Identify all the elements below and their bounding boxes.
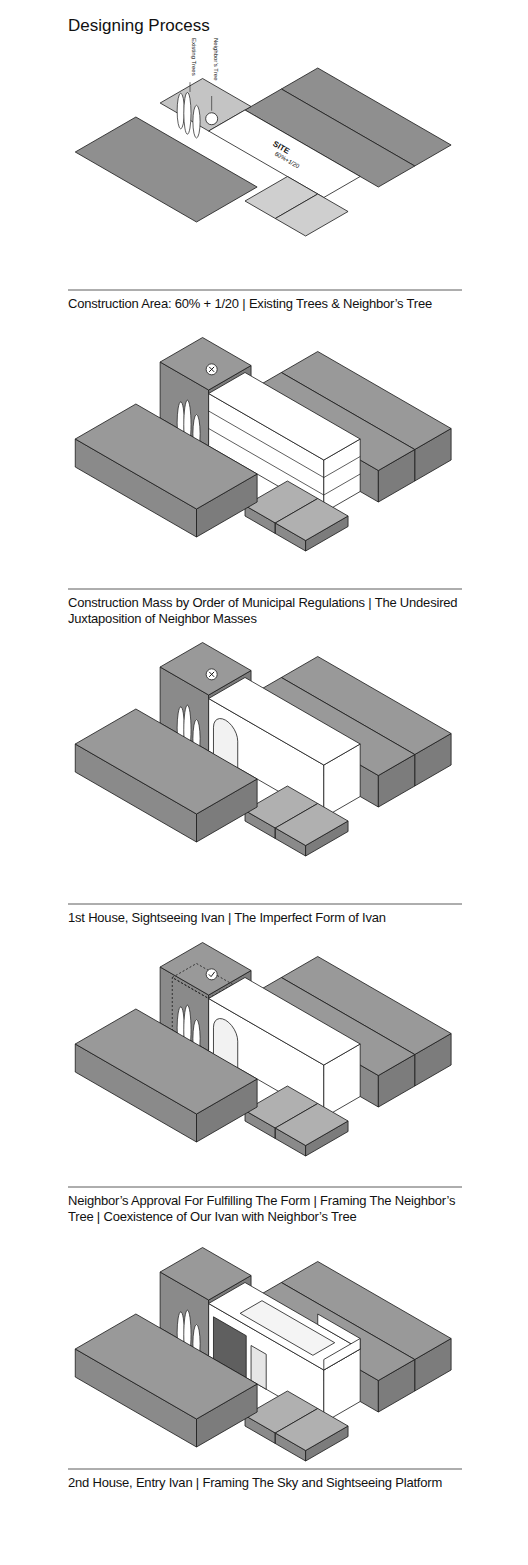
divider-line [68, 589, 462, 590]
parapet [324, 1339, 360, 1371]
neighbor-tree-marker [206, 969, 217, 980]
panel-caption: Construction Mass by Order of Municipal … [68, 595, 462, 628]
neighbor-tree-marker [206, 364, 217, 375]
isometric-panel [75, 643, 451, 857]
block-top [275, 1104, 348, 1146]
panel-caption: 1st House, Sightseeing Ivan | The Imperf… [68, 910, 462, 926]
tree-label: Neighbor’s Tree [213, 38, 219, 80]
divider-line [68, 1469, 462, 1470]
leader-line [190, 82, 191, 92]
sky-frame [240, 1301, 335, 1356]
block-top [275, 499, 348, 541]
divider-line [68, 290, 462, 291]
cross-symbol [209, 672, 214, 677]
isometric-panel [75, 943, 451, 1157]
panel-caption: Construction Area: 60% + 1/20 | Existing… [68, 296, 462, 312]
tree-label: Existing Trees [191, 38, 197, 76]
block-top [75, 1314, 257, 1419]
block-top [75, 404, 257, 509]
block-top [209, 373, 361, 461]
neighbor-tree-marker [206, 669, 217, 680]
cypress-tree [193, 105, 200, 138]
cross-symbol [209, 367, 214, 372]
block-top [75, 709, 257, 814]
divider-line [68, 1187, 462, 1188]
divider-line [68, 904, 462, 905]
isometric-panel [75, 68, 451, 236]
panel-caption: Neighbor’s Approval For Fulfilling The F… [68, 1193, 462, 1226]
block-top [75, 117, 257, 222]
block-top [275, 1409, 348, 1451]
panel-caption: 2nd House, Entry Ivan | Framing The Sky … [68, 1475, 462, 1491]
page-title: Designing Process [68, 16, 210, 36]
cypress-tree [177, 93, 184, 129]
block-top [75, 1009, 257, 1114]
neighbor-tree [206, 113, 218, 125]
leader-line [211, 96, 212, 111]
isometric-panel [75, 1248, 451, 1462]
isometric-panel [75, 338, 451, 552]
block-top [275, 804, 348, 846]
cypress-tree [184, 93, 191, 135]
check-symbol [209, 972, 215, 977]
block-top [275, 194, 348, 236]
